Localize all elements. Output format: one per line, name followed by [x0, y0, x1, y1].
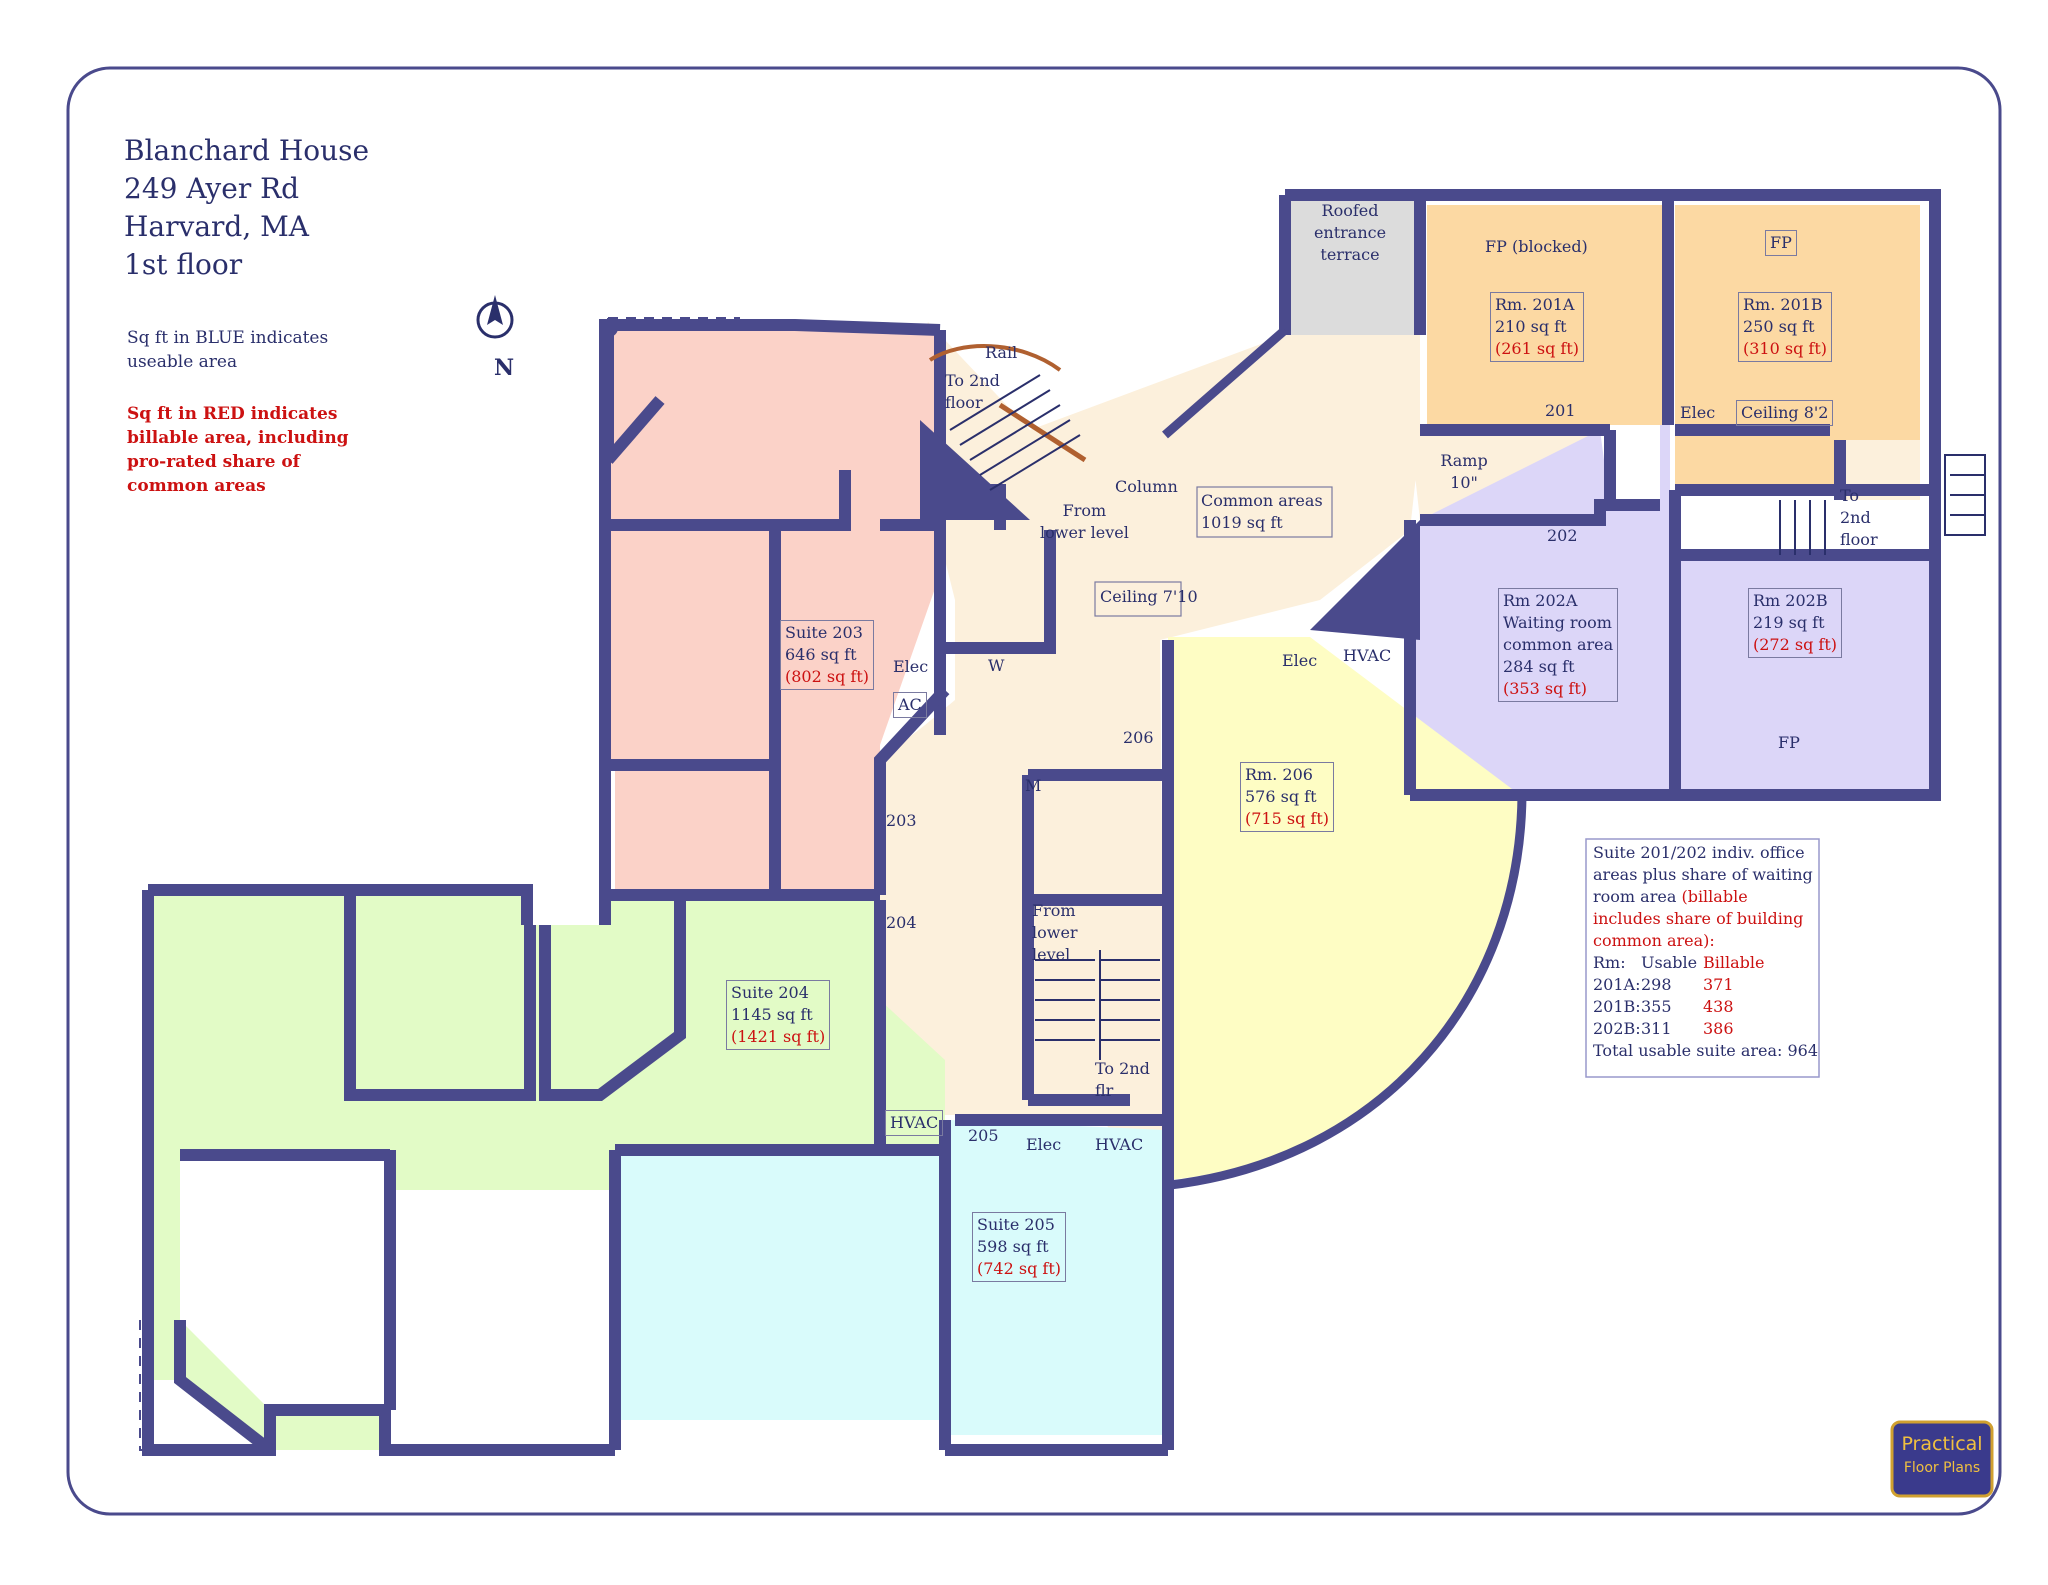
stairs-main	[928, 344, 1087, 491]
suite-205	[615, 1120, 1165, 1435]
dashed-outline-3	[139, 1320, 270, 1451]
common-area	[880, 322, 1420, 1130]
roofed-terrace	[1285, 195, 1417, 335]
suite-table-box	[1585, 838, 1820, 1078]
walls	[142, 189, 1941, 1456]
room-202b	[1675, 560, 1935, 795]
stairs-lower	[1035, 950, 1160, 1060]
compass-icon	[476, 295, 514, 339]
stairs-east	[1779, 454, 1986, 555]
wall-206-curve	[1169, 794, 1527, 1190]
ceiling-label-box	[1094, 581, 1182, 617]
page-frame	[66, 66, 2002, 1516]
room-201a	[1427, 205, 1668, 425]
corner-post	[600, 319, 618, 337]
wall-stair-corner	[920, 420, 1030, 520]
practical-floor-plans-logo	[1890, 1420, 1994, 1498]
common-label-box	[1196, 486, 1333, 538]
wall-corner	[1310, 520, 1420, 640]
wall-angled	[1162, 326, 1288, 439]
